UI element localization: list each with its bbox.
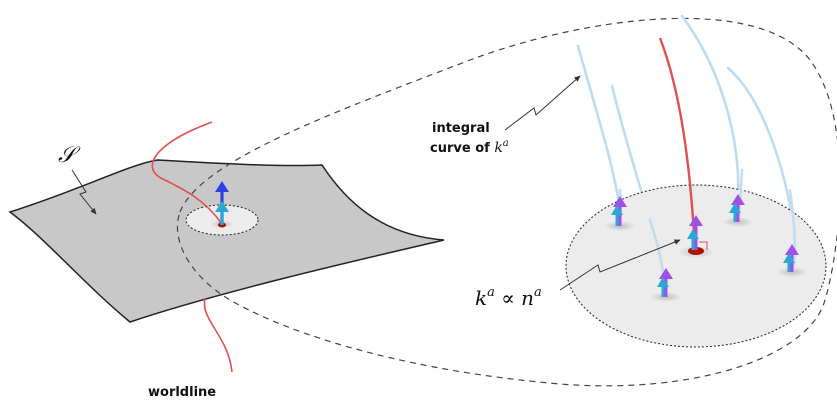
surface-label: 𝒮 [58, 143, 81, 168]
arrow-1 [611, 196, 627, 226]
neighbourhood-disk-large [565, 184, 827, 348]
zoomed-view: integral curve of ka ka ∝ na [430, 14, 827, 348]
relation-k-sup: a [487, 285, 495, 300]
relation-pointer [559, 239, 681, 291]
hypersurface [8, 159, 445, 323]
surface-pointer [71, 169, 97, 215]
arrow-3-central [687, 215, 703, 250]
worldline-label: worldline [148, 385, 216, 400]
worldline-lower [203, 297, 233, 373]
hypersurface-group: 𝒮 worldline [8, 121, 445, 400]
relation-k: k [475, 286, 487, 310]
integral-curve-pointer [504, 75, 581, 131]
arrow-5 [783, 244, 799, 272]
integral-curve-label-line2: curve of ka [430, 138, 509, 156]
integral-curve-1 [576, 44, 622, 210]
integral-curves [576, 14, 798, 280]
integral-curve-label-text: curve of [430, 141, 494, 156]
integral-curve-k: k [494, 140, 502, 156]
integral-curve-3 [680, 14, 740, 207]
integral-curve-label-line1: integral [432, 121, 490, 136]
right-angle-marker [699, 241, 708, 250]
relation-n-sup: a [534, 285, 542, 300]
normal-arrow-small [215, 181, 229, 225]
arrow-2 [729, 194, 745, 222]
relation-n: n [521, 286, 534, 310]
relation-label: ka ∝ na [475, 285, 542, 310]
relation-op: ∝ [495, 286, 521, 310]
arrow-4 [657, 268, 673, 297]
worldline-zoomed [658, 37, 697, 251]
worldline-upper [151, 121, 223, 225]
integral-curve-k-sup: a [503, 138, 509, 149]
